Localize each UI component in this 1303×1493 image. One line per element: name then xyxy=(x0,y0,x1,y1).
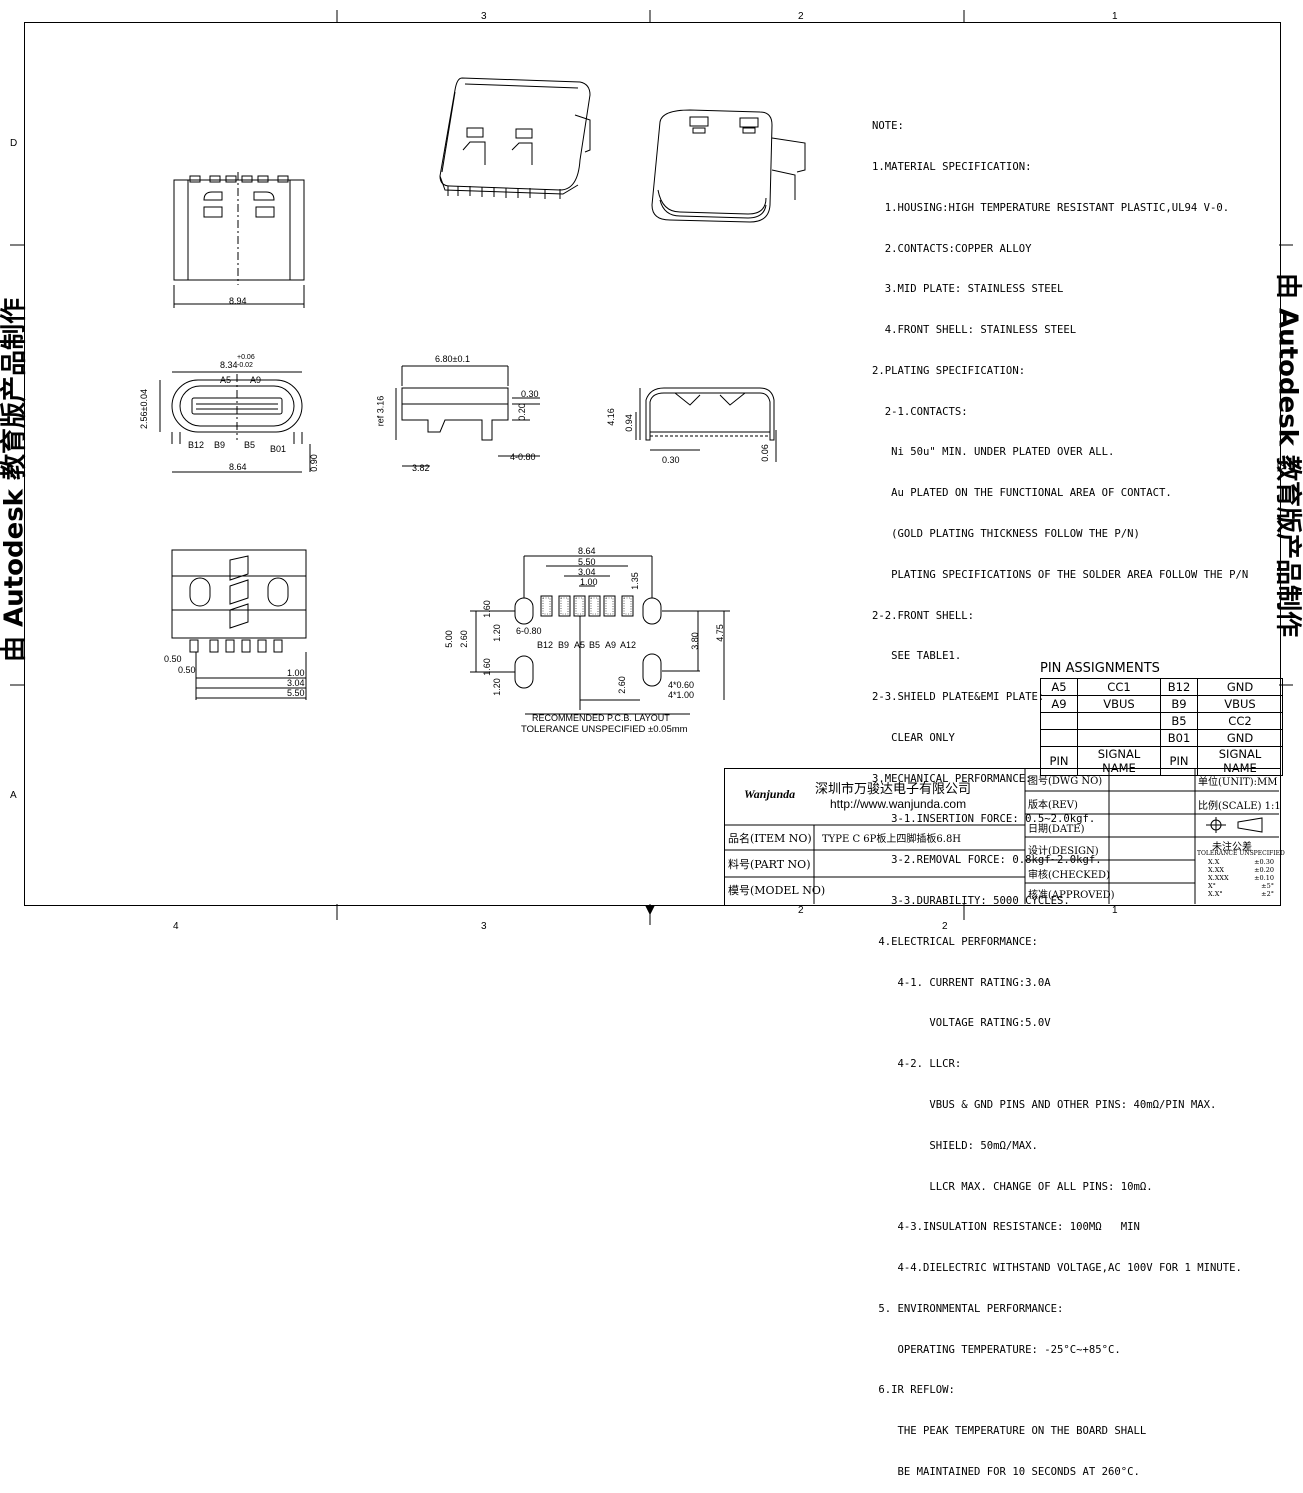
part-no-label: 料号(PART NO) xyxy=(728,856,810,872)
company-logo: Wanjunda xyxy=(744,787,795,802)
rev-label: 版本(REV) xyxy=(1028,796,1078,811)
note-line: THE PEAK TEMPERATURE ON THE BOARD SHALL xyxy=(872,1425,1272,1439)
note-line: OPERATING TEMPERATURE: -25°C~+85°C. xyxy=(872,1344,1272,1358)
note-line: 4-2. LLCR: xyxy=(872,1058,1272,1072)
approved-label: 核准(APPROVED) xyxy=(1028,886,1115,901)
list-item: X°±5° xyxy=(1208,882,1274,890)
note-line: 4-3.INSULATION RESISTANCE: 100MΩ MIN xyxy=(872,1221,1272,1235)
design-label: 设计(DESIGN) xyxy=(1028,842,1099,857)
list-item: X.X°±2° xyxy=(1208,890,1274,898)
note-line: SHIELD: 50mΩ/MAX. xyxy=(872,1140,1272,1154)
note-line: 4.ELECTRICAL PERFORMANCE: xyxy=(872,936,1272,950)
dwg-no-label: 图号(DWG NO) xyxy=(1028,772,1102,787)
list-item: X.XX±0.20 xyxy=(1208,866,1274,874)
note-line: LLCR MAX. CHANGE OF ALL PINS: 10mΩ. xyxy=(872,1181,1272,1195)
checked-label: 审核(CHECKED) xyxy=(1028,866,1110,881)
tolerance-subtitle: TOLERANCE UNSPECIFIED xyxy=(1197,850,1285,857)
list-item: X.X±0.30 xyxy=(1208,858,1274,866)
note-line: VBUS & GND PINS AND OTHER PINS: 40mΩ/PIN… xyxy=(872,1099,1272,1113)
date-label: 日期(DATE) xyxy=(1028,820,1084,835)
note-line: BE MAINTAINED FOR 10 SECONDS AT 260°C. xyxy=(872,1466,1272,1480)
title-block-grid xyxy=(0,0,1303,934)
model-no-label: 模号(MODEL NO) xyxy=(728,882,825,898)
note-line: VOLTAGE RATING:5.0V xyxy=(872,1017,1272,1031)
note-line: 4-1. CURRENT RATING:3.0A xyxy=(872,977,1272,991)
list-item: X.XXX±0.10 xyxy=(1208,874,1274,882)
note-line: 6.IR REFLOW: xyxy=(872,1384,1272,1398)
company-name: 深圳市万骏达电子有限公司 xyxy=(815,778,971,797)
item-no-value: TYPE C 6P板上四脚插板6.8H xyxy=(822,830,961,845)
tolerance-list: X.X±0.30 X.XX±0.20 X.XXX±0.10 X°±5° X.X°… xyxy=(1208,858,1274,898)
item-no-label: 品名(ITEM NO) xyxy=(728,830,812,846)
scale-label: 比例(SCALE) 1:1 xyxy=(1198,797,1281,812)
note-line: 4-4.DIELECTRIC WITHSTAND VOLTAGE,AC 100V… xyxy=(872,1262,1272,1276)
unit-label: 单位(UNIT):MM xyxy=(1198,773,1277,788)
company-url: http://www.wanjunda.com xyxy=(830,797,966,811)
note-line: 5. ENVIRONMENTAL PERFORMANCE: xyxy=(872,1303,1272,1317)
